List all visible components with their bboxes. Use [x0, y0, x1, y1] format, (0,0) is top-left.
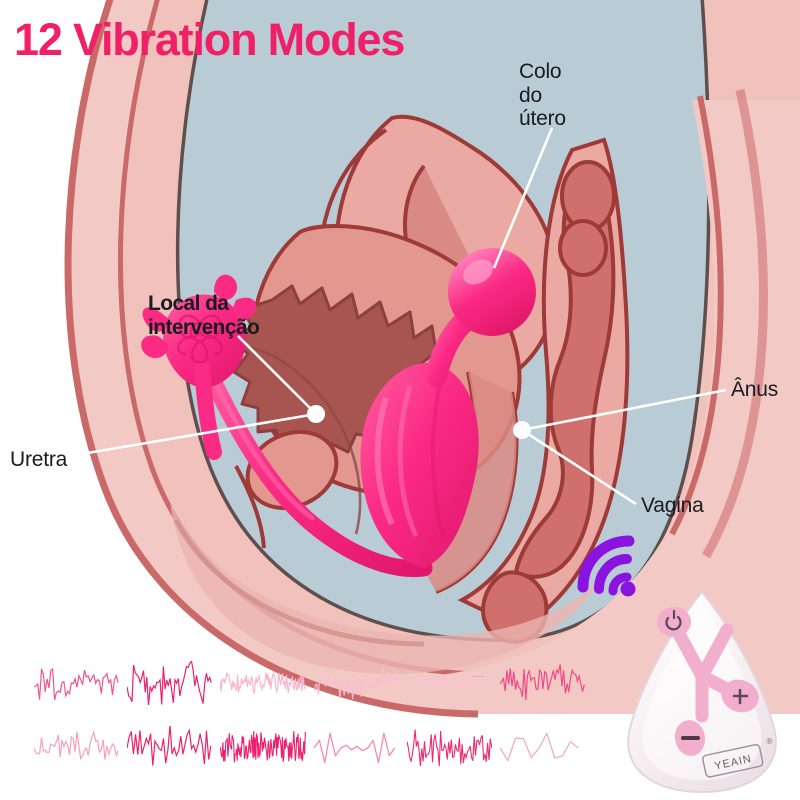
waveform-mode-9: [217, 715, 310, 780]
wireless-dot-icon: [620, 581, 636, 597]
vibration-mode-waveforms: [30, 650, 590, 780]
waveform-mode-11: [403, 715, 496, 780]
marker-dot-vagina: [513, 421, 531, 439]
label-local-da-intervencao: Local da intervenção: [148, 292, 260, 339]
leader-local-da-intervencao: [237, 335, 317, 415]
waveform-mode-4: [310, 650, 403, 715]
power-glyph-icon: [665, 615, 682, 631]
leader-colo-do-utero: [492, 127, 554, 269]
label-anus: Ânus: [731, 378, 779, 401]
vibrator-device: [141, 248, 536, 578]
page-title: 12 Vibration Modes: [14, 14, 405, 65]
waveform-mode-10: [310, 715, 403, 780]
waveform-mode-6: [497, 650, 590, 715]
waveform-mode-8: [123, 715, 216, 780]
waveform-mode-1: [30, 650, 123, 715]
label-colo-do-utero: Colo do útero: [519, 60, 566, 131]
waveform-mode-12: [497, 715, 590, 780]
leader-vagina: [521, 428, 637, 506]
leader-uretra: [69, 412, 317, 458]
power-button[interactable]: [657, 607, 691, 637]
waveform-mode-2: [123, 650, 216, 715]
remote-control[interactable]: YEAIN ®: [604, 586, 800, 800]
registered-mark: ®: [766, 736, 774, 746]
plus-glyph-icon: [732, 688, 749, 705]
label-uretra: Uretra: [10, 448, 68, 471]
wireless-signal-icon: [577, 535, 636, 597]
outer-thigh: [430, 89, 800, 676]
control-pad[interactable]: [657, 607, 763, 758]
waveform-mode-7: [30, 715, 123, 780]
waveform-mode-5: [403, 650, 496, 715]
marker-dot-intervention: [307, 405, 325, 423]
waveform-mode-3: [217, 650, 310, 715]
label-vagina: Vagina: [641, 494, 704, 517]
leader-anus: [521, 388, 727, 432]
